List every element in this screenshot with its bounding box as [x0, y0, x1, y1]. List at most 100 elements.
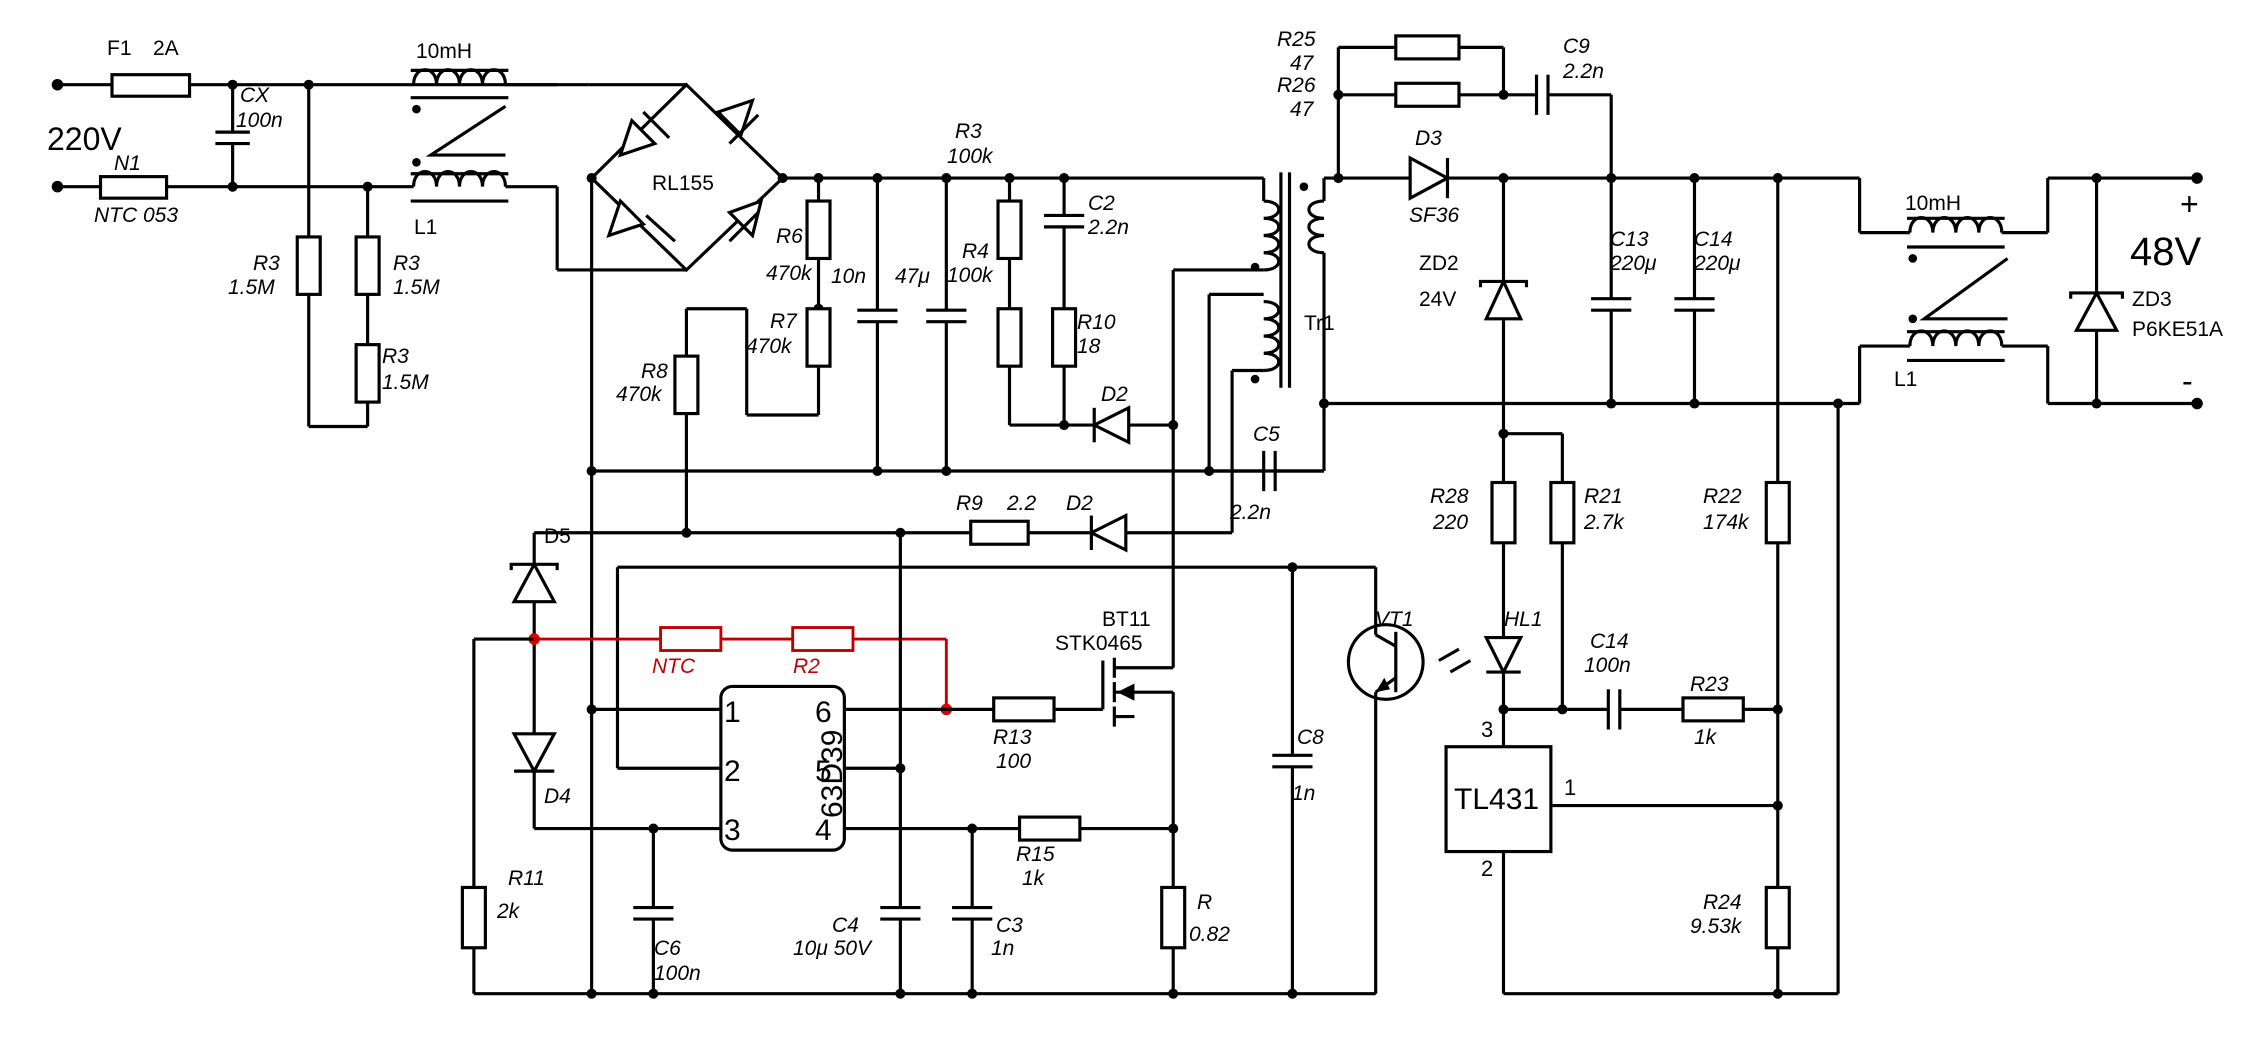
label-zd2-value: 24V	[1419, 288, 1456, 311]
label-zd3-value: P6KE51A	[2132, 318, 2223, 341]
label-c5-value: 2.2n	[1229, 501, 1271, 524]
label-r23-value: 1k	[1694, 726, 1718, 749]
label-r6-value: 470k	[766, 262, 813, 285]
label-c13: C13	[1610, 228, 1649, 251]
label-c9-value: 2.2n	[1562, 60, 1604, 83]
ic-pin-1: 1	[724, 696, 741, 729]
resistor-r2	[791, 626, 855, 652]
label-d3: D3	[1415, 127, 1442, 150]
mosfet-bt11	[1101, 657, 1175, 888]
label-n1: N1	[114, 152, 141, 175]
label-r8-value: 470k	[616, 383, 663, 406]
label-hl1: HL1	[1504, 608, 1543, 631]
label-r10: R10	[1077, 311, 1116, 334]
label-r3b-value: 1.5M	[393, 276, 440, 299]
label-d2a: D2	[1101, 383, 1128, 406]
label-r10-value: 18	[1077, 335, 1101, 358]
label-r3-top-value: 100k	[947, 145, 994, 168]
input-section	[51, 68, 687, 429]
label-zd3: ZD3	[2132, 288, 2172, 311]
label-r26-value: 47	[1290, 98, 1315, 121]
labels: F1 2A CX 100n 220V N1 NTC 053 10mH L1 R3…	[47, 28, 2223, 985]
label-c8: C8	[1297, 726, 1324, 749]
label-r15: R15	[1016, 843, 1055, 866]
resistor-r3a	[295, 235, 322, 296]
label-r11: R11	[508, 867, 545, 890]
label-r3-top: R3	[955, 120, 982, 143]
label-d4: D4	[544, 785, 571, 808]
label-d3-value: SF36	[1409, 204, 1460, 227]
label-c14b-value: 100n	[1584, 654, 1631, 677]
label-f1: F1	[107, 37, 132, 60]
tl431-pin-1: 1	[1564, 775, 1576, 800]
label-r26: R26	[1277, 74, 1316, 97]
transformer-tr1	[1171, 172, 1326, 661]
label-c6-value: 100n	[654, 962, 701, 985]
label-c3: C3	[996, 914, 1023, 937]
label-c13-value: 220μ	[1609, 252, 1657, 275]
label-bt11: BT11	[1102, 608, 1151, 631]
label-r7-value: 470k	[746, 335, 793, 358]
label-r4: R4	[962, 240, 989, 263]
bridge-rectifier	[586, 82, 788, 273]
label-c9: C9	[1563, 35, 1590, 58]
label-n1-value: NTC 053	[94, 204, 178, 227]
tl431-pin-3: 3	[1481, 717, 1493, 742]
label-f1-value: 2A	[153, 37, 179, 60]
label-c2: C2	[1088, 192, 1115, 215]
label-48v: 48V	[2130, 230, 2201, 274]
label-r2: R2	[793, 655, 820, 678]
label-output-choke: 10mH	[1905, 192, 1961, 215]
label-r4-value: 100k	[947, 264, 994, 287]
ntc-thermistor	[659, 626, 723, 652]
label-c6: C6	[654, 937, 681, 960]
label-cx: CX	[240, 84, 270, 107]
label-r9-value: 2.2	[1006, 492, 1037, 515]
label-r28: R28	[1430, 485, 1469, 508]
label-d2b: D2	[1066, 492, 1093, 515]
label-r24: R24	[1703, 891, 1742, 914]
label-cx-value: 100n	[236, 109, 283, 132]
label-ic-63d39: 63D39	[816, 730, 849, 818]
label-r22: R22	[1703, 485, 1742, 508]
label-r21-value: 2.7k	[1583, 511, 1625, 534]
label-c2-value: 2.2n	[1087, 216, 1129, 239]
ic-pin-6: 6	[815, 696, 832, 729]
label-stk0465: STK0465	[1055, 632, 1143, 655]
label-tl431: TL431	[1454, 783, 1539, 816]
label-r: R	[1197, 891, 1212, 914]
label-c14-value: 220μ	[1693, 252, 1741, 275]
label-l1-output: L1	[1894, 368, 1917, 391]
tl431-pin-2: 2	[1481, 856, 1493, 881]
ic-pin-3: 3	[724, 814, 741, 847]
label-ntc: NTC	[652, 655, 696, 678]
label-d5: D5	[544, 525, 571, 548]
ntc-n1	[98, 175, 169, 200]
label-c14: C14	[1694, 228, 1733, 251]
label-r3b: R3	[393, 252, 420, 275]
label-r22-value: 174k	[1703, 511, 1750, 534]
ic-pin-2: 2	[724, 755, 741, 788]
label-l1-input: L1	[414, 216, 437, 239]
label-r3a-value: 1.5M	[228, 276, 275, 299]
label-r-value: 0.82	[1189, 923, 1230, 946]
label-c47: 47μ	[895, 265, 930, 288]
label-c4: C4	[832, 914, 859, 937]
label-plus: +	[2180, 186, 2199, 222]
label-r13-value: 100	[996, 750, 1031, 773]
resistor-r3c	[354, 343, 381, 404]
choke-l1-input	[410, 68, 509, 203]
label-r7: R7	[770, 310, 798, 333]
label-minus: -	[2182, 363, 2193, 399]
label-c14b: C14	[1590, 630, 1629, 653]
label-r8: R8	[641, 360, 668, 383]
resistor-r3b	[354, 235, 381, 296]
label-r23: R23	[1690, 673, 1729, 696]
label-r25: R25	[1277, 28, 1316, 51]
ic-pin-4: 4	[815, 814, 832, 847]
label-r13: R13	[993, 726, 1032, 749]
label-r15-value: 1k	[1022, 867, 1046, 890]
label-r21: R21	[1584, 485, 1623, 508]
label-r3c-value: 1.5M	[382, 371, 429, 394]
label-choke-value: 10mH	[416, 40, 472, 63]
